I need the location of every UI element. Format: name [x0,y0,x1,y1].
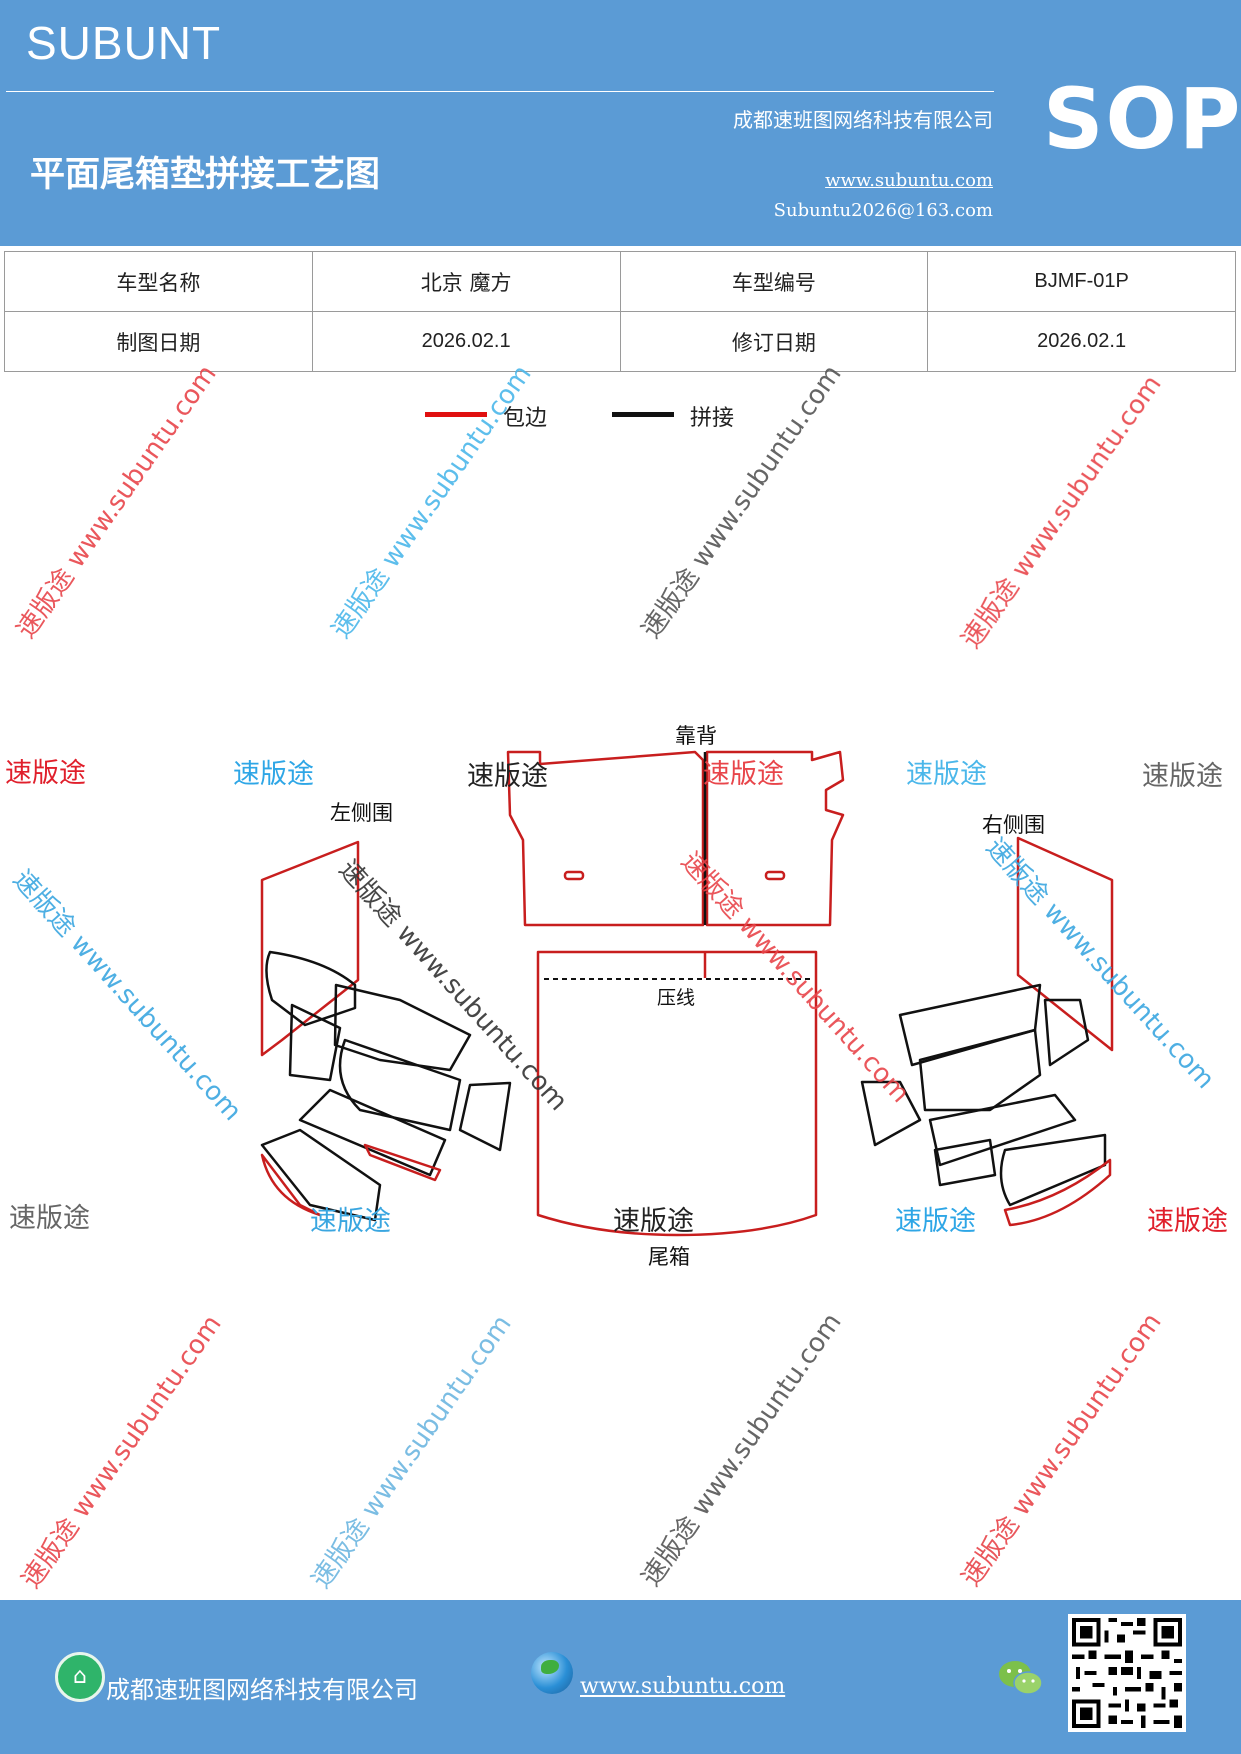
left-side-outer [260,840,360,1057]
left-piece-4 [338,1038,462,1132]
watermark-brand: 速版途 [1147,1206,1228,1237]
watermark-diagonal: 速版途 www.subuntu.com [326,360,537,644]
left-piece-1 [265,950,357,1027]
table-row: 车型名称 北京 魔方 车型编号 BJMF-01P [4,251,1236,312]
legend-edge-swatch [425,412,487,417]
value-model-name: 北京 魔方 [311,251,621,312]
brand-watermarks: 速版途 速版途 速版途 速版途 速版途 速版途 速版途 速版途 速版途 速版途 … [5,758,1228,1237]
watermark-brand: 速版途 [895,1206,976,1237]
right-piece-5 [860,1080,922,1147]
right-side-group [860,836,1114,1227]
left-piece-7 [363,1143,442,1182]
watermark-diagonal: 速版途 www.subuntu.com [306,1310,517,1594]
footer-website-link[interactable]: www.subuntu.com [580,1674,786,1699]
right-piece-7 [999,1133,1107,1207]
watermark-brand: 速版途 [5,758,86,789]
value-draw-date: 2026.02.1 [311,311,621,372]
watermark-brand: 速版途 [613,1206,694,1237]
brand-logo-text: SUBUNT [26,17,222,69]
left-piece-8 [260,1128,382,1222]
back-panel-right-slot [764,870,786,881]
watermark-brand: 速版途 [467,761,548,792]
watermark-diagonal: 速版途 www.subuntu.com [980,833,1220,1095]
watermark-diagonal: 速版途 www.subuntu.com [956,1308,1167,1592]
value-model-code: BJMF-01P [927,251,1236,312]
table-row: 制图日期 2026.02.1 修订日期 2026.02.1 [4,311,1236,372]
label-back: 靠背 [675,724,717,748]
watermark-diagonal: 速版途 www.subuntu.com [16,1310,227,1594]
label-draw-date: 制图日期 [4,311,313,372]
left-side-group [260,840,512,1222]
trunk-floor-outline [536,950,818,1237]
right-side-outer [1016,836,1114,1052]
right-edge-strip [1003,1158,1112,1227]
watermark-diagonal: 速版途 www.subuntu.com [11,360,222,644]
home-icon: ⌂ [55,1652,105,1702]
back-panel-right [705,750,845,927]
watermark-diagonal: 速版途 www.subuntu.com [636,1308,847,1592]
watermark-diagonal: 速版途 www.subuntu.com [636,360,847,644]
watermark-brand: 速版途 [703,759,784,790]
left-piece-3 [333,983,472,1072]
left-edge-strip [260,1153,322,1217]
right-piece-3 [918,1028,1042,1112]
label-trunk: 尾箱 [648,1245,690,1269]
header-company: 成都速班图网络科技有限公司 [733,108,993,132]
header-website-link[interactable]: www.subuntu.com [825,170,993,191]
watermark-diagonal: 速版途 www.subuntu.com [956,370,1167,654]
qr-code-image [1068,1614,1186,1732]
label-right-side: 右侧围 [982,813,1045,837]
sop-label: SOP [1043,70,1241,168]
footer-company: 成都速班图网络科技有限公司 [106,1676,418,1704]
value-revision-date: 2026.02.1 [927,311,1236,372]
label-left-side: 左侧围 [330,801,393,825]
footer-banner: ⌂ 成都速班图网络科技有限公司 www.subuntu.com [0,1600,1241,1754]
watermark-brand: 速版途 [9,1203,90,1234]
left-piece-5 [298,1088,447,1177]
label-press-line: 压线 [657,987,695,1009]
watermark-diagonal: 速版途 www.subuntu.com [7,865,247,1127]
header-banner: SUBUNT 平面尾箱垫拼接工艺图 成都速班图网络科技有限公司 www.subu… [0,0,1241,246]
label-model-name: 车型名称 [4,251,313,312]
back-panel-left-slot [563,870,585,881]
label-revision-date: 修订日期 [619,311,929,372]
right-piece-6 [933,1138,997,1187]
header-divider [6,91,994,92]
watermark-brand: 速版途 [310,1206,391,1237]
back-panel-left-outline [506,750,705,927]
left-piece-6 [458,1081,512,1152]
watermark-brand: 速版途 [1142,761,1223,792]
right-piece-2 [1043,998,1090,1067]
trunk-floor [536,950,818,1237]
document-title: 平面尾箱垫拼接工艺图 [30,155,381,195]
wechat-icon[interactable] [996,1658,1044,1698]
right-piece-1 [898,983,1042,1067]
left-piece-2 [288,1003,342,1082]
legend-join-swatch [612,412,674,417]
diagonal-watermarks: 速版途 www.subuntu.com 速版途 www.subuntu.com … [7,360,1220,1594]
back-panel-right-outline [705,750,845,927]
vehicle-info-table: 车型名称 北京 魔方 车型编号 BJMF-01P 制图日期 2026.02.1 … [4,251,1236,372]
watermark-brand: 速版途 [906,759,987,790]
back-panel-left [506,750,705,927]
watermark-brand: 速版途 [233,759,314,790]
globe-icon [531,1652,573,1694]
legend-join-label: 拼接 [690,406,735,431]
legend: 包边 拼接 [0,398,1241,438]
label-model-code: 车型编号 [619,251,929,312]
legend-edge-label: 包边 [503,406,548,431]
watermark-diagonal: 速版途 www.subuntu.com [675,847,915,1109]
header-email[interactable]: Subuntu2026@163.com [773,200,993,221]
